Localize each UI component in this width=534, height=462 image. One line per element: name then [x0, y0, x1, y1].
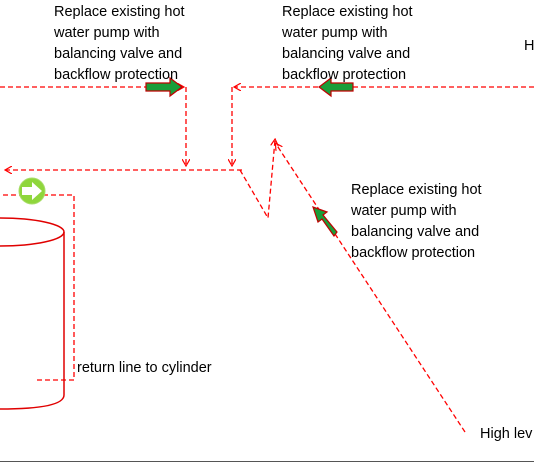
- cut-label-top-right: H: [524, 38, 534, 54]
- hot-water-cylinder: [0, 217, 65, 410]
- pump-label-top-left: Replace existing hot water pump with bal…: [54, 4, 185, 83]
- pump-label-top-right: Replace existing hot water pump with bal…: [282, 4, 413, 83]
- pump-arrow-icon: [312, 206, 338, 238]
- cut-label-bottom-right: High lev: [480, 426, 533, 442]
- return-line-label: return line to cylinder: [77, 360, 212, 376]
- pump-circle-icon: [18, 177, 46, 205]
- diagonal-pipe: [276, 144, 466, 433]
- zigzag-pipe: [239, 140, 275, 221]
- pump-arrow-icon: [145, 76, 183, 98]
- pump-arrow-icon: [318, 76, 354, 98]
- pump-label-right: Replace existing hot water pump with bal…: [351, 182, 482, 261]
